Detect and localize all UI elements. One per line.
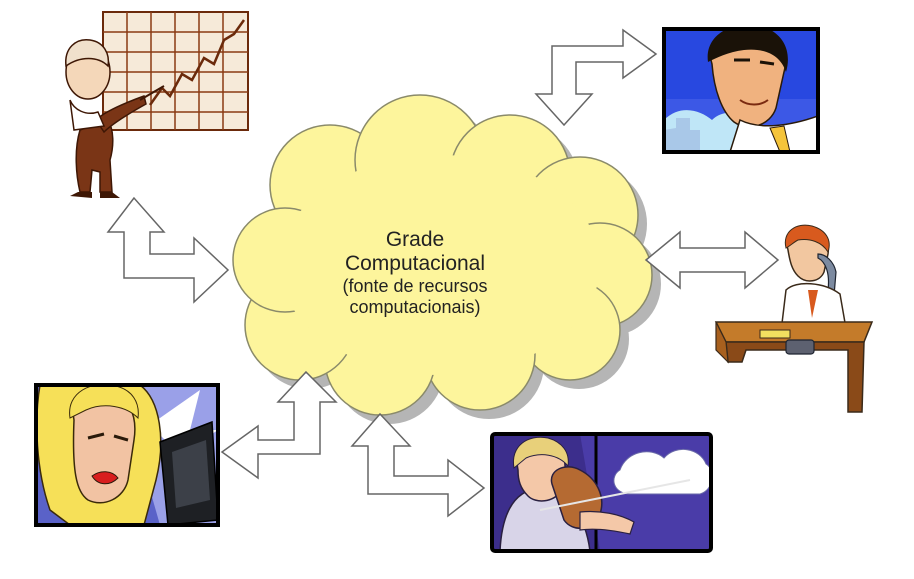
grid-cloud xyxy=(232,94,661,424)
arrow-to-businessman xyxy=(106,196,230,304)
arrow-to-man-portrait xyxy=(534,28,658,127)
cloud-label-line3: (fonte de recursos xyxy=(342,276,488,297)
man-on-phone-icon xyxy=(714,224,874,413)
cloud-label-line1: Grade xyxy=(385,228,445,251)
violinist-icon xyxy=(490,432,713,553)
businessman-chart-icon xyxy=(65,11,249,198)
woman-computer-icon xyxy=(34,383,220,527)
arrow-to-woman-computer xyxy=(220,370,338,480)
arrow-to-violinist xyxy=(350,412,486,518)
cloud-core xyxy=(280,155,600,375)
man-portrait-icon xyxy=(662,27,820,154)
cloud-label-line2: Computacional xyxy=(344,252,486,276)
arrow-to-man-on-phone xyxy=(644,230,780,290)
cloud-label-line4: computacionais) xyxy=(349,296,481,317)
cloud-label: Grade Computacional (fonte de recursos c… xyxy=(300,228,530,318)
